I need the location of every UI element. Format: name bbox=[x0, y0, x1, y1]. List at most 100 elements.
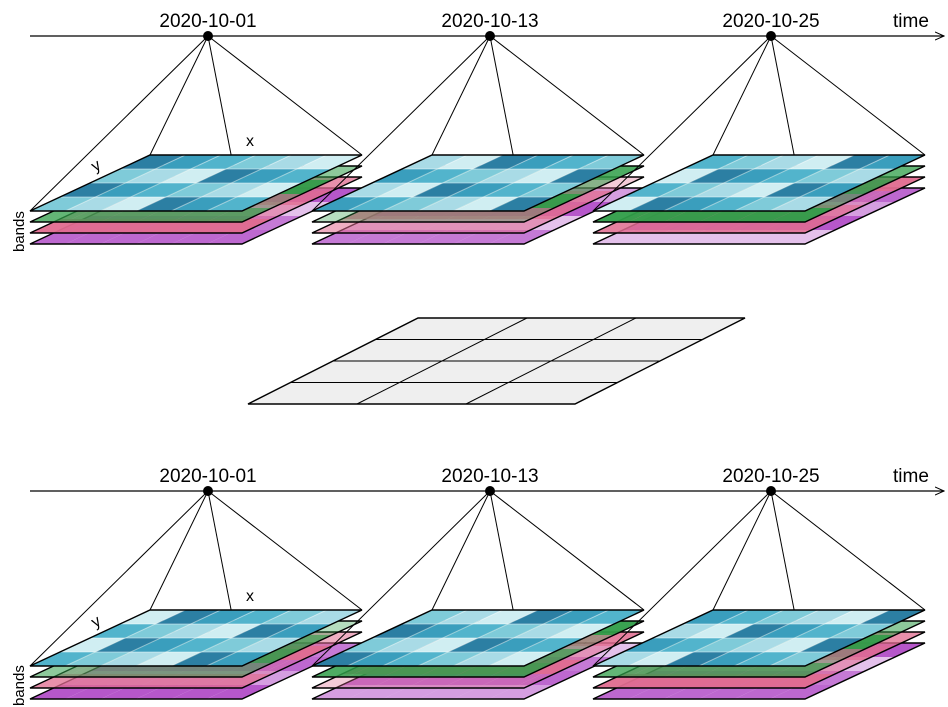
grid-cell bbox=[201, 638, 267, 652]
cell-divider bbox=[135, 609, 257, 667]
grid-cell bbox=[407, 169, 473, 183]
grid-cell bbox=[513, 624, 579, 638]
grid-cell bbox=[759, 624, 825, 638]
cell-divider bbox=[698, 154, 820, 212]
grid-cell bbox=[478, 169, 544, 183]
grid-cell bbox=[437, 155, 503, 169]
grid-cell bbox=[166, 638, 232, 652]
grid-cell bbox=[859, 155, 925, 169]
projection-line bbox=[770, 35, 926, 156]
grid-cell bbox=[769, 663, 835, 677]
band-1-layer bbox=[29, 609, 363, 667]
grid-cell bbox=[578, 155, 644, 169]
grid-cell bbox=[478, 624, 544, 638]
grid-cell bbox=[488, 663, 554, 677]
grid-cell bbox=[418, 197, 484, 211]
projection-line bbox=[431, 490, 491, 611]
projection-line bbox=[489, 35, 645, 156]
grid-cell bbox=[718, 610, 784, 624]
grid-cell bbox=[130, 183, 196, 197]
grid-cell bbox=[794, 624, 860, 638]
grid-cell bbox=[593, 652, 659, 666]
bands-axis-label: bands bbox=[11, 211, 28, 252]
bands-axis-label: bands bbox=[11, 665, 28, 706]
grid-cell bbox=[693, 638, 759, 652]
cell-divider bbox=[100, 154, 221, 212]
timestep-2020-10-13: 2020-10-13 bbox=[311, 466, 645, 700]
grid-cell bbox=[593, 197, 659, 211]
layer-outline bbox=[311, 154, 645, 212]
grid-cell bbox=[312, 652, 378, 666]
time-point-marker bbox=[485, 31, 495, 41]
grid-cell bbox=[236, 183, 302, 197]
grid-cell bbox=[683, 610, 749, 624]
grid-cell bbox=[412, 638, 478, 652]
y-dimension-label: y bbox=[89, 613, 104, 632]
layer-outline bbox=[311, 609, 645, 667]
cell-divider bbox=[769, 154, 890, 212]
grid-cell bbox=[30, 652, 96, 666]
projection-line bbox=[592, 490, 772, 667]
grid-cell bbox=[658, 638, 724, 652]
cell-divider bbox=[488, 154, 609, 212]
projection-line bbox=[311, 35, 491, 212]
cell-divider bbox=[453, 609, 574, 667]
grid-cell bbox=[60, 638, 126, 652]
grid-cell bbox=[769, 652, 835, 666]
grid-cell bbox=[789, 610, 855, 624]
grid-cell bbox=[160, 169, 226, 183]
grid-cell bbox=[206, 652, 272, 666]
grid-cell bbox=[653, 624, 719, 638]
grid-cell bbox=[508, 610, 574, 624]
grid-cell bbox=[206, 685, 272, 699]
projection-line bbox=[592, 35, 772, 212]
grid-cell bbox=[296, 155, 362, 169]
cell-divider bbox=[347, 154, 468, 212]
grid-cell bbox=[628, 652, 694, 666]
grid-cell bbox=[769, 219, 835, 233]
band-1-layer bbox=[592, 609, 926, 667]
grid-cell bbox=[377, 638, 443, 652]
grid-cell bbox=[548, 624, 614, 638]
cell-divider bbox=[417, 154, 539, 212]
grid-cell bbox=[125, 169, 191, 183]
grid-cell bbox=[518, 638, 584, 652]
grid-cell bbox=[231, 169, 297, 183]
grid-cell bbox=[578, 632, 644, 646]
grid-cell bbox=[824, 610, 890, 624]
grid-cell bbox=[130, 638, 196, 652]
grid-cell bbox=[729, 638, 795, 652]
grid-cell bbox=[196, 624, 262, 638]
grid-cell bbox=[699, 652, 765, 666]
projection-line bbox=[712, 490, 772, 611]
grid-cell bbox=[155, 610, 221, 624]
grid-cell bbox=[206, 208, 272, 222]
grid-cell bbox=[136, 652, 202, 666]
grid-cell bbox=[623, 183, 689, 197]
grid-cell bbox=[769, 674, 835, 688]
grid-cell bbox=[407, 624, 473, 638]
grid-cell bbox=[683, 155, 749, 169]
date-label: 2020-10-25 bbox=[722, 11, 819, 32]
grid-cell bbox=[90, 169, 156, 183]
cell-divider bbox=[417, 609, 539, 667]
grid-cell bbox=[166, 183, 232, 197]
projection-line bbox=[29, 490, 209, 667]
grid-cell bbox=[488, 230, 554, 244]
timestep-2020-10-25: 2020-10-25 bbox=[592, 466, 926, 700]
grid-cell bbox=[769, 197, 835, 211]
grid-cell bbox=[764, 638, 830, 652]
grid-cell bbox=[663, 652, 729, 666]
grid-cell bbox=[518, 205, 584, 219]
grid-cell bbox=[753, 155, 819, 169]
grid-cell bbox=[518, 183, 584, 197]
grid-cell bbox=[171, 197, 237, 211]
grid-cell bbox=[266, 169, 332, 183]
grid-cell bbox=[231, 624, 297, 638]
date-label: 2020-10-13 bbox=[441, 11, 538, 32]
grid-cell bbox=[372, 169, 438, 183]
grid-cell bbox=[799, 638, 865, 652]
grid-cell bbox=[236, 638, 302, 652]
top-panel: time bands 2020-10-01 2020-10-13 2020-10… bbox=[11, 11, 944, 252]
